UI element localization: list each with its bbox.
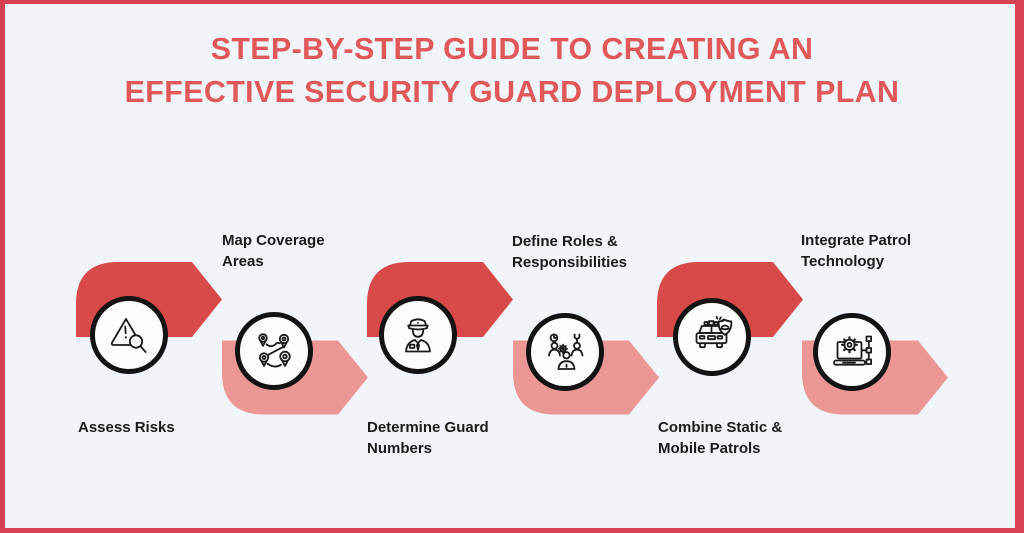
step3-badge [379, 296, 457, 374]
map-route-pins-icon [258, 333, 291, 368]
step4-badge [526, 313, 604, 391]
page-title: STEP-BY-STEP GUIDE TO CREATING AN EFFECT… [10, 27, 1014, 113]
step2-label: Map Coverage Areas [222, 232, 325, 270]
laptop-gear-network-icon [833, 335, 872, 366]
step1-badge [90, 296, 168, 374]
step6-badge [813, 313, 891, 391]
step1-label: Assess Risks [78, 419, 175, 436]
step5-label: Combine Static & Mobile Patrols [658, 419, 783, 457]
step6-label: Integrate Patrol Technology [801, 232, 912, 270]
title-line-1: STEP-BY-STEP GUIDE TO CREATING AN [210, 31, 814, 66]
step2-badge [235, 312, 313, 390]
step3-label: Determine Guard Numbers [367, 419, 489, 457]
risk-alert-magnifier-icon [110, 318, 147, 353]
patrol-car-shield-icon [695, 315, 733, 349]
team-roles-icon [548, 333, 584, 370]
step4-label: Define Roles & Responsibilities [512, 233, 628, 271]
step5-badge [673, 298, 751, 376]
title-line-2: EFFECTIVE SECURITY GUARD DEPLOYMENT PLAN [124, 74, 900, 109]
security-guard-icon [405, 318, 431, 353]
